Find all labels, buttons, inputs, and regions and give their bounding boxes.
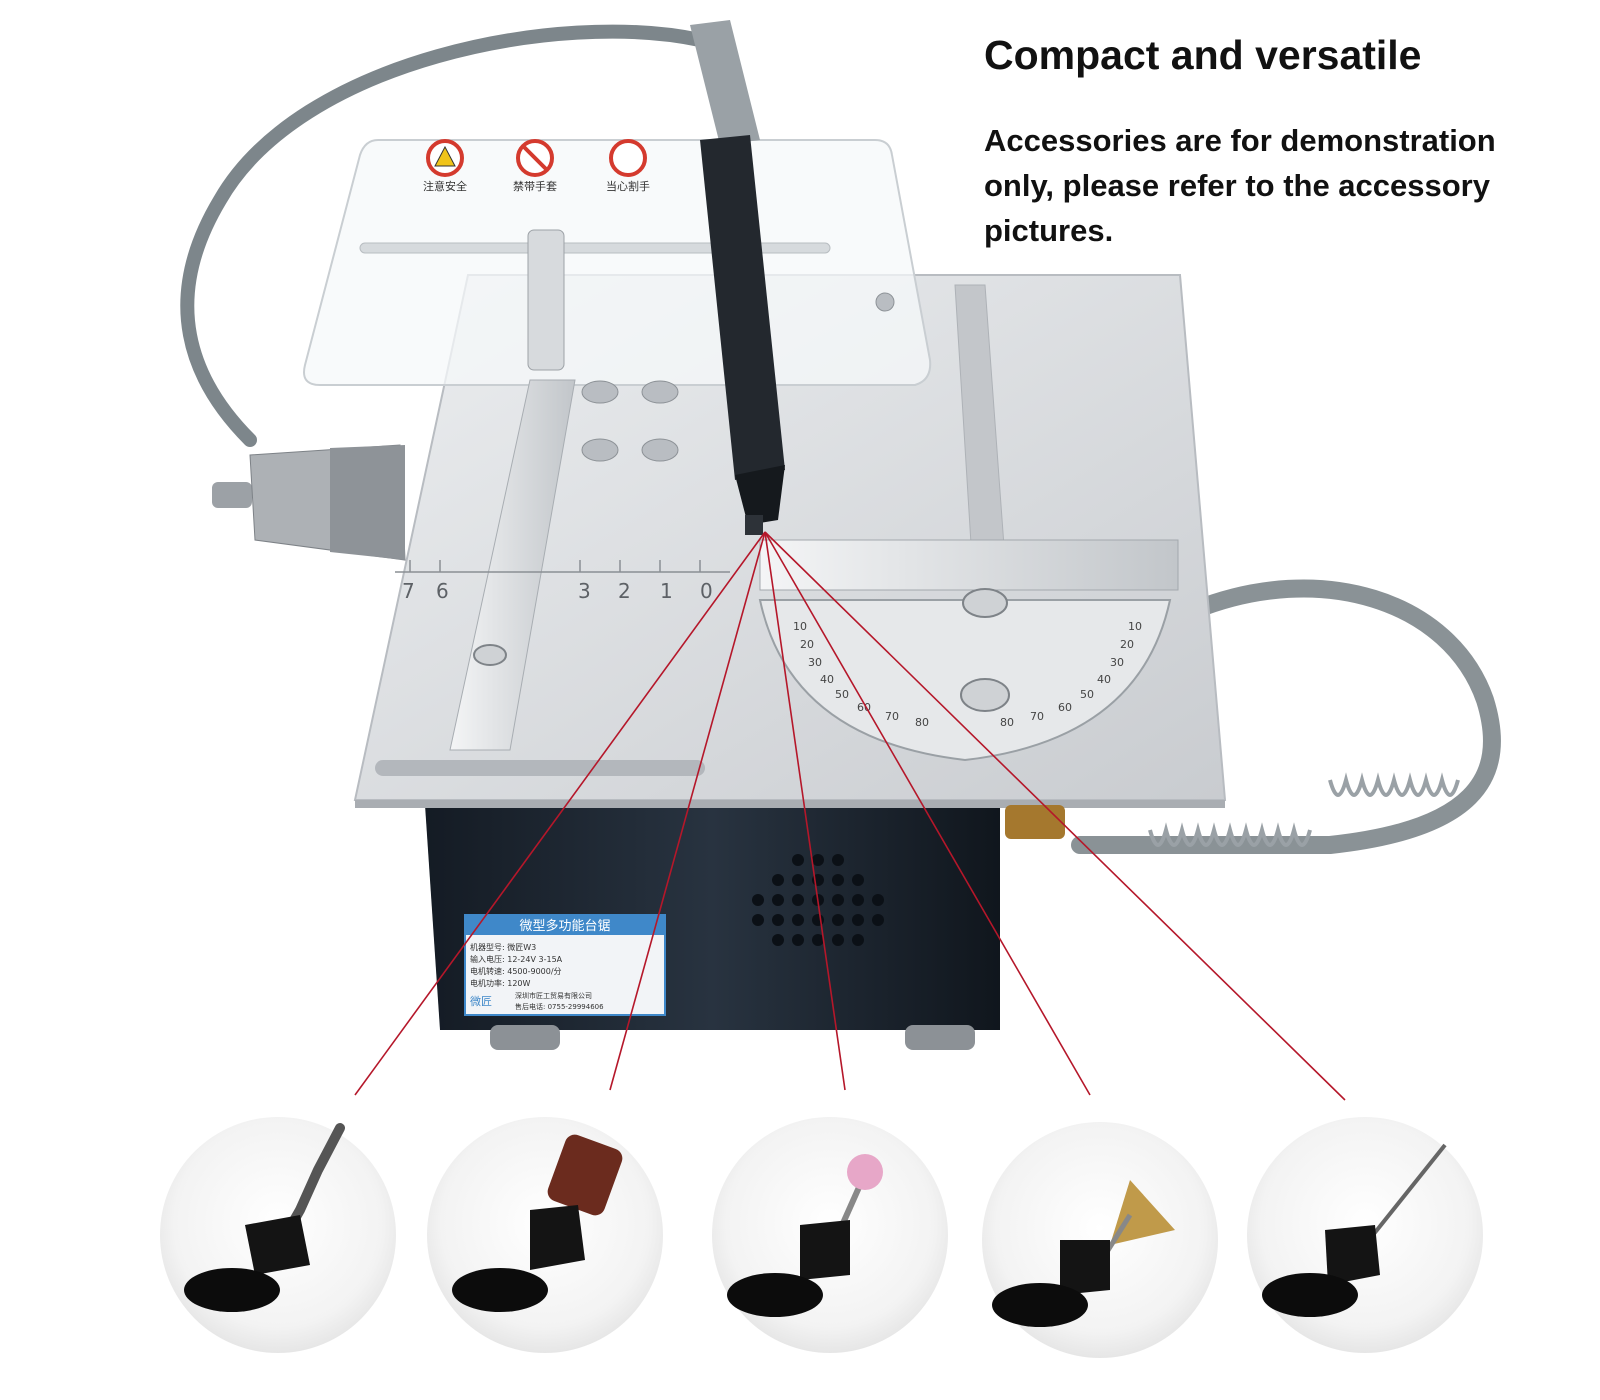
spec-brand: 微匠: [470, 994, 492, 1008]
flex-hose-right: [1071, 579, 1501, 854]
ruler-tick: 7: [402, 579, 415, 603]
ruler-tick: 0: [700, 579, 713, 603]
warning-text: 禁带手套: [513, 179, 557, 193]
protractor-tick: 70: [885, 710, 899, 723]
miter-slot: [375, 760, 705, 776]
hose-spring: [1148, 772, 1460, 847]
drill-chuck: [212, 444, 406, 561]
rotary-tool: [690, 20, 785, 535]
guard-post: [527, 229, 565, 371]
protractor: [758, 599, 1172, 762]
spec-row: 机器型号: 微匠W3: [470, 942, 536, 952]
protractor-tick: 70: [1030, 710, 1044, 723]
accessory-1: [160, 1117, 396, 1353]
blade-guard: [303, 139, 932, 386]
warning-text: 当心割手: [606, 179, 650, 193]
protractor-tick: 20: [800, 638, 814, 651]
ruler-tick: 2: [618, 579, 631, 603]
protractor-tick: 60: [1058, 701, 1072, 714]
protractor-tick: 80: [915, 716, 929, 729]
subtext: Accessories are for demonstration only, …: [984, 123, 1496, 248]
spec-label: 微型多功能台锯 机器型号: 微匠W3 输入电压: 12-24V 3-15A 电机…: [464, 914, 666, 1016]
protractor-labels: 10 20 30 40 50 60 70 80 80 70 60 50 40 3…: [793, 620, 1142, 729]
ruler-tick: 1: [660, 579, 673, 603]
machine-foot-left: [490, 1025, 560, 1050]
protractor-tick: 10: [793, 620, 807, 633]
accessory-2: [427, 1117, 663, 1353]
protractor-tick: 30: [808, 656, 822, 669]
spec-row: 电机功率: 120W: [470, 978, 531, 988]
protractor-tick: 40: [820, 673, 834, 686]
spec-company: 深圳市匠工贸易有限公司: [515, 991, 592, 1000]
knobs: [473, 588, 1010, 712]
hand-cut-icon: [609, 139, 647, 177]
protractor-tick: 50: [835, 688, 849, 701]
flex-hose: [180, 24, 707, 447]
ruler-front: [395, 560, 730, 573]
mount-screws: [581, 292, 895, 462]
accessory-4: [982, 1122, 1218, 1358]
protractor-tick: 50: [1080, 688, 1094, 701]
spec-row: 输入电压: 12-24V 3-15A: [470, 954, 563, 964]
accessory-3: [712, 1117, 948, 1353]
spec-row: 电机转速: 4500-9000/分: [470, 966, 562, 976]
spec-label-title: 微型多功能台锯: [519, 918, 610, 934]
machine-foot-right: [905, 1025, 975, 1050]
headline: Compact and versatile: [984, 32, 1422, 78]
vent-grille: [752, 854, 884, 946]
ruler-tick: 6: [436, 579, 449, 603]
warning-text: 注意安全: [423, 179, 467, 193]
protractor-tick: 10: [1128, 620, 1142, 633]
miter-fence: [759, 539, 1179, 591]
warning-icons: 注意安全 禁带手套 当心割手: [423, 139, 650, 193]
protractor-tick: 40: [1097, 673, 1111, 686]
ruler-tick: 3: [578, 579, 591, 603]
ruler-labels: 7 6 3 2 1 0: [402, 579, 713, 603]
accessory-5: [1247, 1117, 1483, 1353]
protractor-tick: 80: [1000, 716, 1014, 729]
laser-lines: [354, 531, 1346, 1101]
motor-shaft: [1005, 805, 1065, 839]
spec-phone: 售后电话: 0755-29994606: [515, 1002, 604, 1011]
protractor-tick: 20: [1120, 638, 1134, 651]
protractor-tick: 30: [1110, 656, 1124, 669]
